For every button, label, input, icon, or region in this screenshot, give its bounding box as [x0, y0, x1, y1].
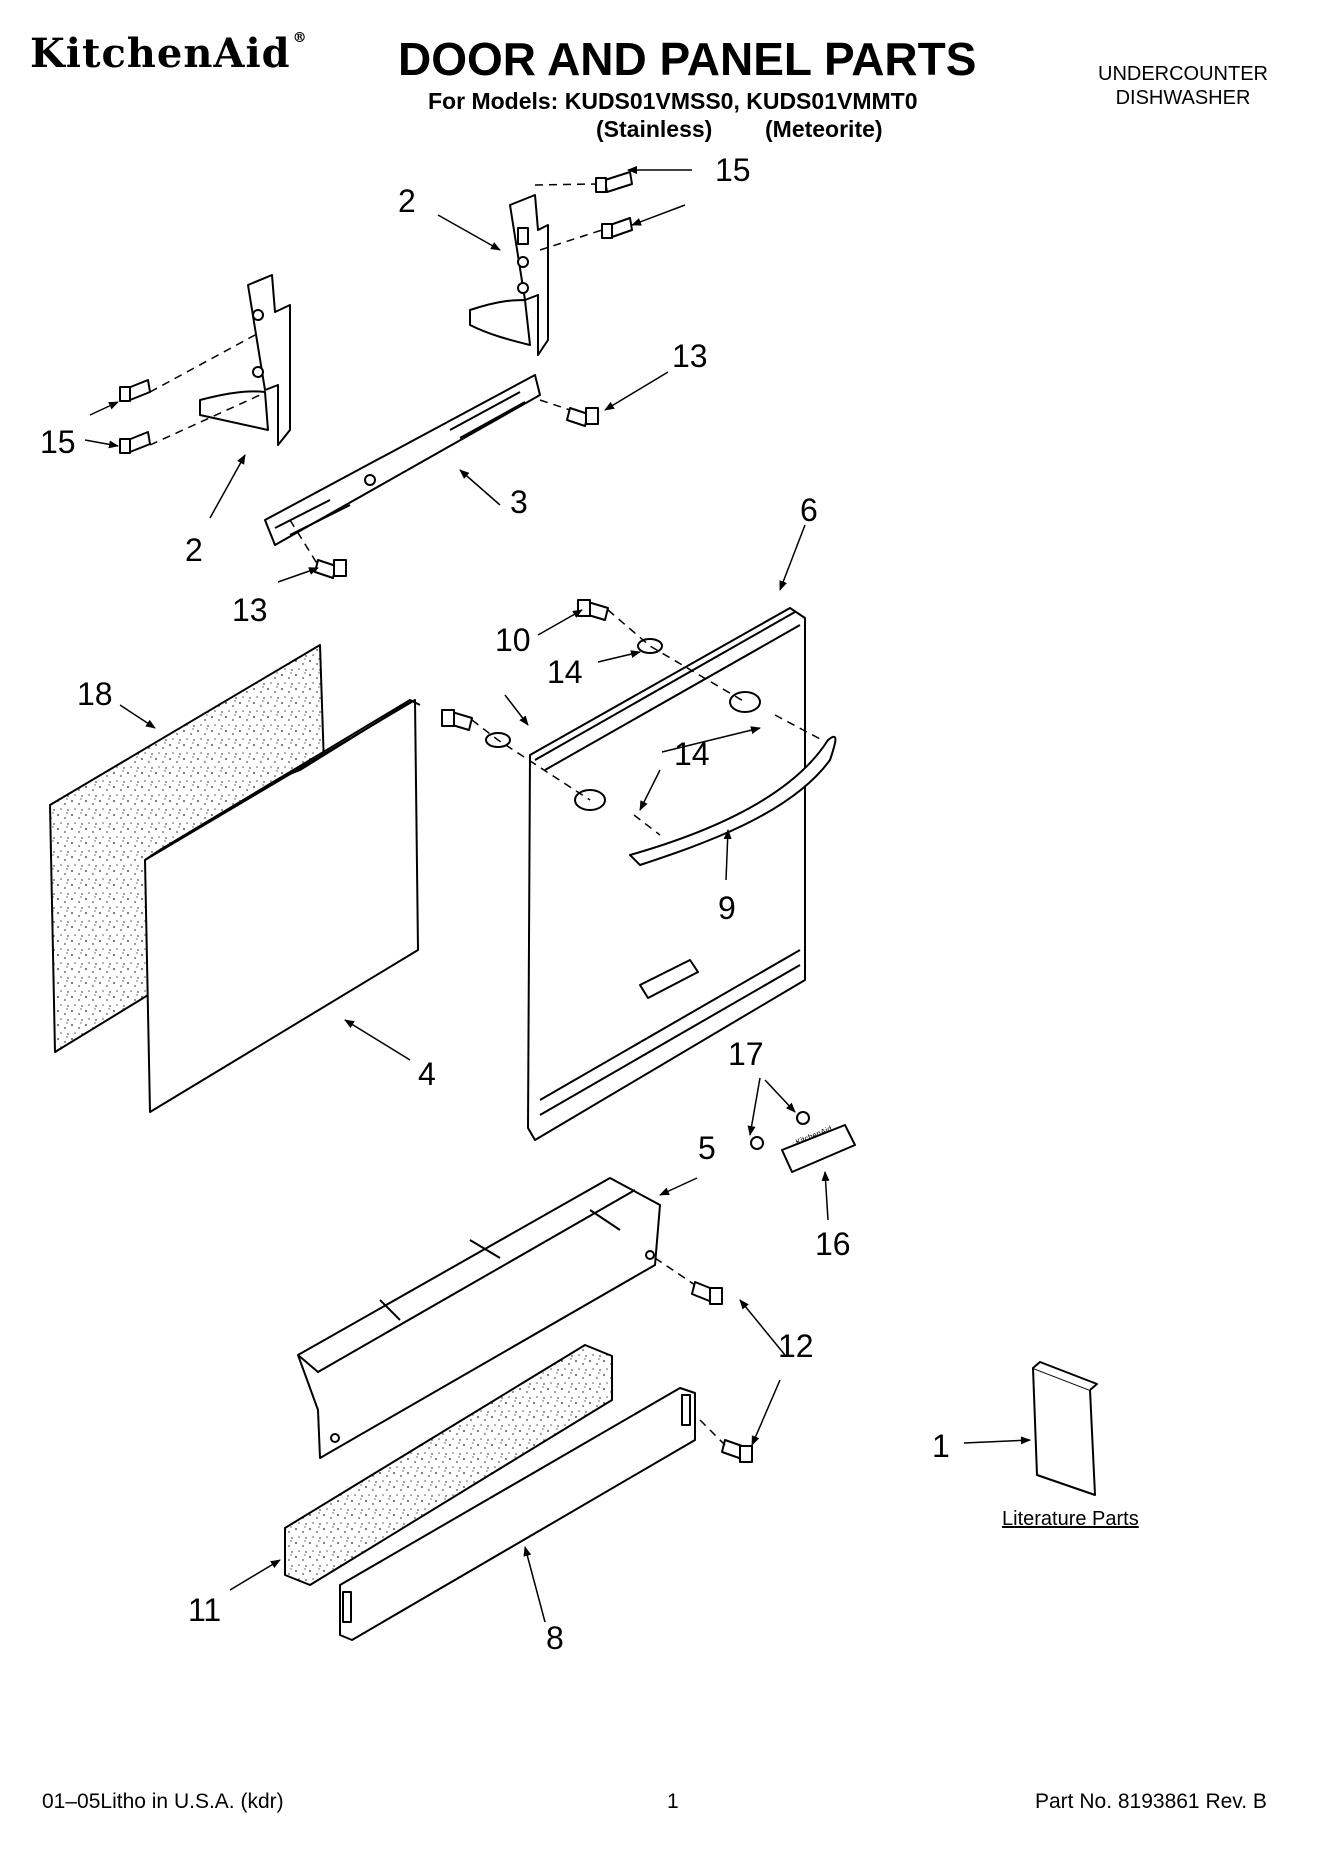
callout-11: 11: [188, 1592, 222, 1628]
callout-16: 16: [815, 1226, 851, 1262]
screw-12-top: [691, 1281, 723, 1305]
door-handle-9: [629, 735, 837, 866]
callout-17: 17: [728, 1036, 764, 1072]
product-type-line1: UNDERCOUNTER: [1098, 63, 1268, 85]
callout-15-top: 15: [715, 152, 751, 188]
toe-bracket-5: [297, 1177, 661, 1459]
callout-13-bottom: 13: [232, 592, 268, 628]
door-frame-6: [527, 607, 806, 1141]
door-panel-4: [144, 699, 421, 1113]
toe-kick-8: [339, 1387, 696, 1641]
assembly-lines: [149, 183, 823, 1446]
brand-logo: KitchenAid®: [30, 30, 308, 77]
literature-parts-label: Literature Parts: [1002, 1508, 1139, 1530]
insulation-block-11: [284, 1344, 613, 1586]
callout-2-top: 2: [398, 183, 416, 219]
callout-14-upper: 14: [547, 654, 583, 690]
registered-mark: ®: [292, 30, 308, 46]
callout-4: 4: [418, 1056, 436, 1092]
screw-13-top: [566, 407, 599, 427]
callout-12: 12: [778, 1328, 814, 1364]
screw-12-bottom: [721, 1439, 753, 1463]
callout-1: 1: [932, 1428, 950, 1464]
callout-18: 18: [77, 676, 113, 712]
product-type: UNDERCOUNTER DISHWASHER: [1098, 62, 1268, 110]
screw-13-bottom: [314, 559, 347, 579]
callout-8: 8: [546, 1620, 564, 1656]
callout-13-top: 13: [672, 338, 708, 374]
mounting-bracket-top: [469, 194, 549, 356]
mounting-bracket-left: [199, 274, 291, 446]
callout-15-left: 15: [40, 424, 76, 460]
litho-info: 01–05Litho in U.S.A. (kdr): [42, 1790, 284, 1813]
page-number: 1: [667, 1790, 679, 1813]
nut-17-a: [796, 1111, 810, 1125]
brand-name: KitchenAid: [30, 30, 291, 77]
callout-2-bottom: 2: [185, 532, 203, 568]
support-rail: [264, 374, 541, 546]
callout-9: 9: [718, 890, 736, 926]
badge-16: [781, 1124, 856, 1173]
product-type-line2: DISHWASHER: [1115, 87, 1251, 109]
variant-meteorite: (Meteorite): [765, 116, 883, 142]
part-number: Part No. 8193861 Rev. B: [1035, 1790, 1267, 1813]
screw-15-left-a: [119, 379, 151, 402]
nut-17-b: [750, 1136, 764, 1150]
callout-6: 6: [800, 492, 818, 528]
screw-10-left: [441, 709, 473, 731]
leader-arrows: [84, 166, 1031, 1623]
callout-14-lower: 14: [674, 736, 710, 772]
screw-15-left-b: [119, 431, 151, 454]
callout-3: 3: [510, 484, 528, 520]
page-title: DOOR AND PANEL PARTS: [398, 33, 977, 85]
screw-10-top: [577, 599, 609, 621]
screw-15-top-a: [595, 171, 633, 193]
screw-15-top-b: [601, 217, 633, 239]
variant-stainless: (Stainless): [596, 116, 713, 142]
washer-14-a: [637, 638, 663, 654]
callout-5: 5: [698, 1130, 716, 1166]
models-line: For Models: KUDS01VMSS0, KUDS01VMMT0: [428, 88, 918, 114]
callout-10: 10: [495, 622, 531, 658]
